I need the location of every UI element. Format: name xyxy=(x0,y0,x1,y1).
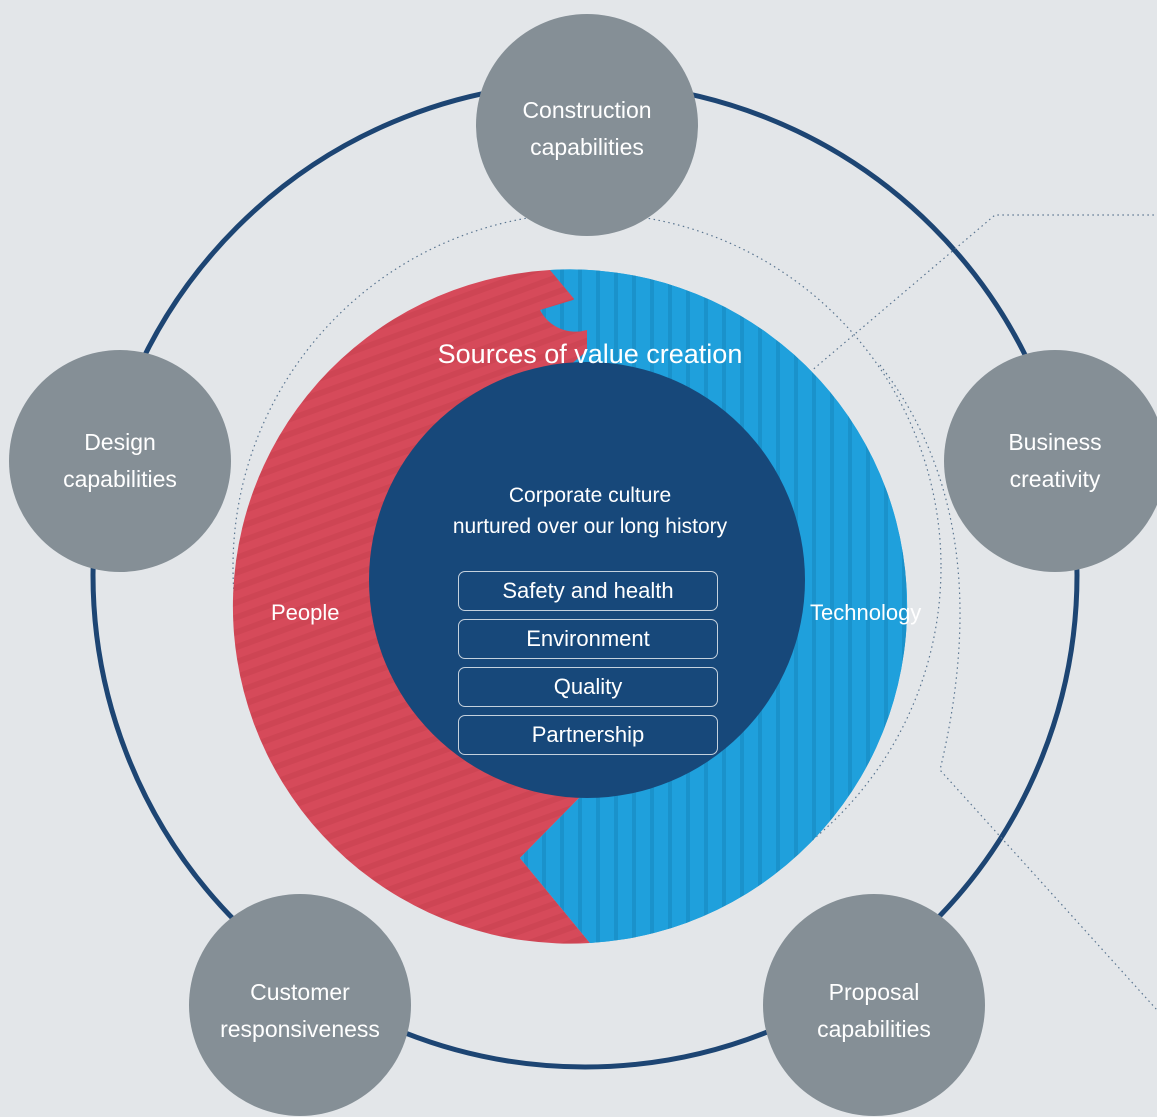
leader-line-bottom xyxy=(879,364,1157,1011)
capability-proposal: Proposal capabilities xyxy=(763,894,985,1116)
people-label: People xyxy=(271,600,340,625)
capability-line2: capabilities xyxy=(63,466,177,492)
diagram-title: Sources of value creation xyxy=(437,339,743,369)
capability-line1: Construction xyxy=(522,97,651,123)
culture-heading: Corporate culture nurtured over our long… xyxy=(390,480,790,542)
capability-line2: responsiveness xyxy=(220,1016,380,1042)
leader-line-top xyxy=(729,214,1157,441)
capability-customer: Customer responsiveness xyxy=(189,894,411,1116)
core-circle xyxy=(369,362,805,798)
capability-design: Design capabilities xyxy=(9,350,231,572)
value-quality: Quality xyxy=(458,667,718,707)
capability-line2: capabilities xyxy=(817,1016,931,1042)
capability-line2: capabilities xyxy=(530,134,644,160)
capability-line1: Business xyxy=(1008,429,1101,455)
capability-construction: Construction capabilities xyxy=(476,14,698,236)
capability-line1: Design xyxy=(84,429,156,455)
technology-label: Technology xyxy=(810,600,922,625)
culture-line-1: Corporate culture xyxy=(508,484,672,507)
value-safety-health: Safety and health xyxy=(458,571,718,611)
value-partnership: Partnership xyxy=(458,715,718,755)
culture-line-2: nurtured over our long history xyxy=(452,515,728,538)
value-environment: Environment xyxy=(458,619,718,659)
capability-line1: Customer xyxy=(250,979,350,1005)
capability-line1: Proposal xyxy=(829,979,920,1005)
capability-line2: creativity xyxy=(1010,466,1101,492)
capability-business: Business creativity xyxy=(944,350,1157,572)
